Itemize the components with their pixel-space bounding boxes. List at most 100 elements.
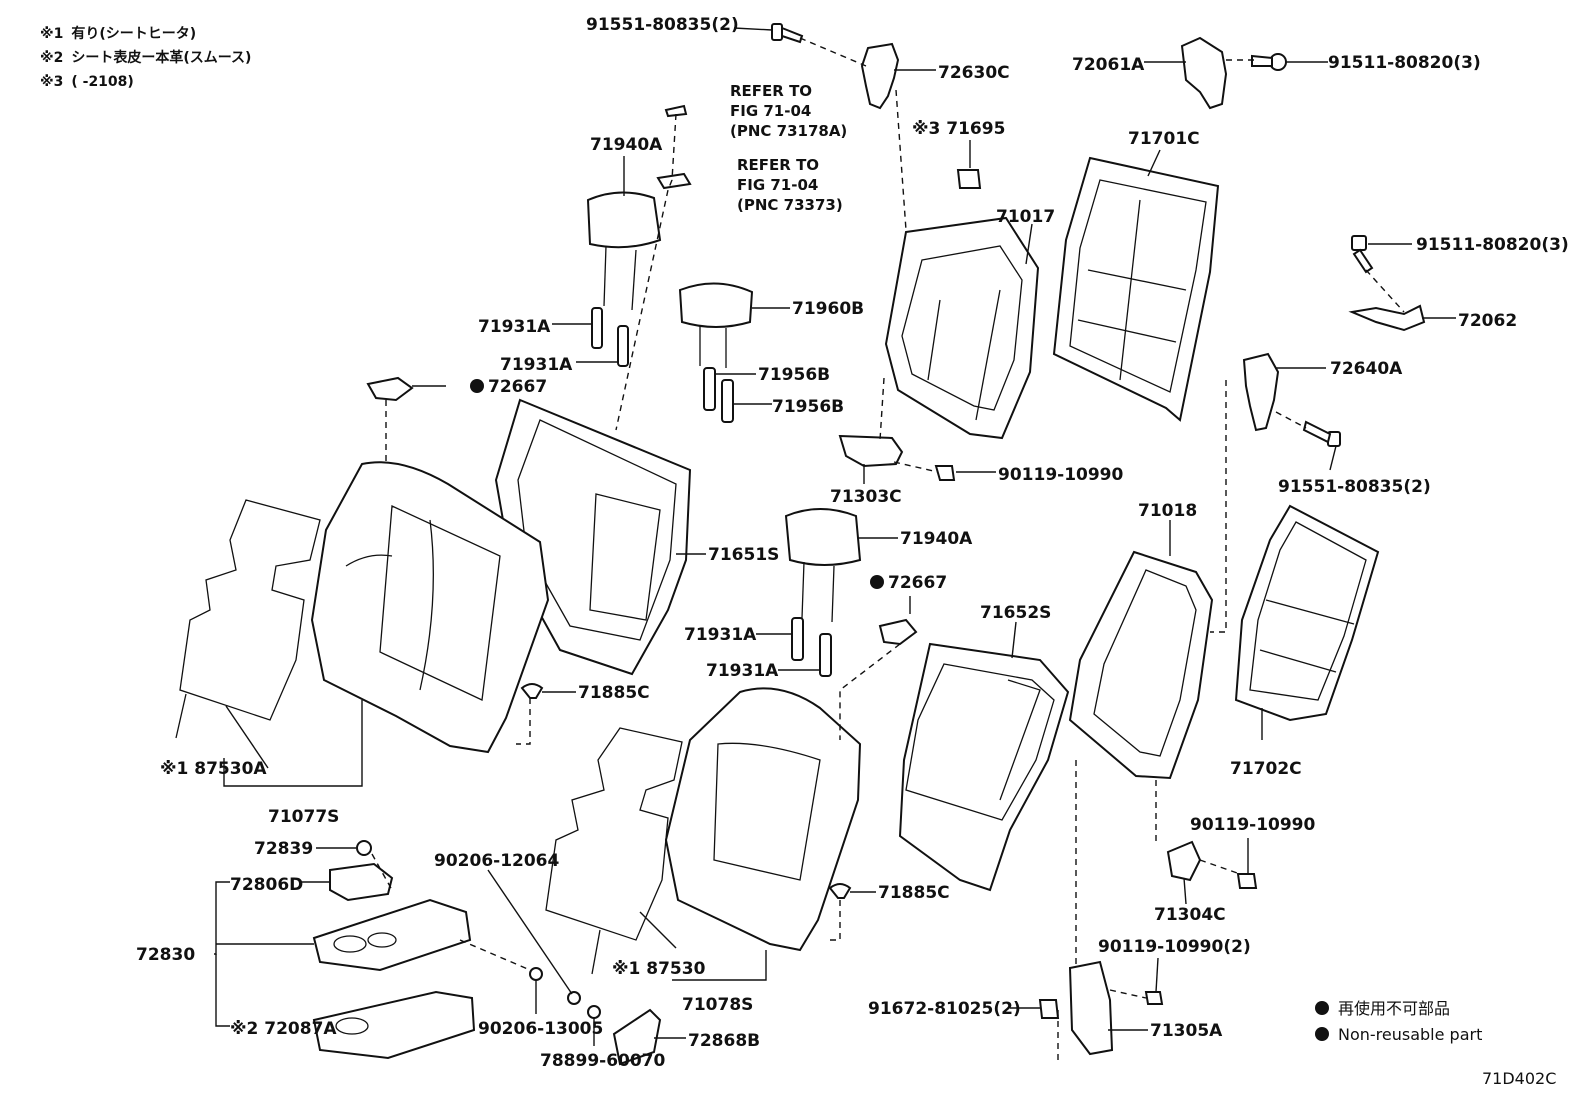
non-reusable-dot	[870, 575, 884, 589]
part-label-87530a: ※1 87530A	[160, 759, 267, 779]
reference-2-line-3: (PNC 73373)	[737, 196, 843, 214]
part-number-text: ※2 72087A	[230, 1019, 337, 1039]
reference-note-2: REFER TO FIG 71-04 (PNC 73373)	[737, 156, 843, 214]
headrest-71940a-mid	[784, 508, 862, 623]
part-label-71695: ※3 71695	[912, 119, 1005, 139]
part-label-71305a: 71305A	[1150, 1021, 1223, 1041]
part-number-text: 71304C	[1154, 905, 1226, 925]
cap-72839	[356, 840, 372, 856]
guide-71931a-2	[617, 325, 629, 367]
part-number-text: 72630C	[938, 63, 1010, 83]
part-number-text: 71940A	[900, 529, 973, 549]
part-label-71652s: 71652S	[980, 603, 1051, 623]
part-number-text: 71078S	[682, 995, 753, 1015]
part-number-text: 90206-13005	[478, 1019, 603, 1039]
part-number-text: 91511-80820(3)	[1328, 53, 1481, 73]
part-label-90206a: 90206-12064	[434, 851, 560, 871]
part-label-72087a: ※2 72087A	[230, 1019, 337, 1039]
bracket-72061a	[1180, 36, 1228, 110]
screw-90206-13005	[529, 967, 543, 981]
bolt-91511-top	[1251, 53, 1287, 71]
part-number-text: 71702C	[1230, 759, 1302, 779]
part-number-text: 71652S	[980, 603, 1051, 623]
reference-1-line-3: (PNC 73178A)	[730, 122, 847, 140]
part-label-72806d: 72806D	[230, 875, 303, 895]
part-label-90119b: 90119-10990	[1190, 815, 1316, 835]
legend: 再使用不可部品 Non-reusable part	[1315, 999, 1482, 1044]
part-number-text: 91551-80835(2)	[586, 15, 739, 35]
part-label-72667_top: 72667	[470, 377, 547, 397]
legend-dot-2	[1315, 1027, 1329, 1041]
bolt-90119-lower	[1144, 991, 1164, 1005]
part-number-text: 72868B	[688, 1031, 760, 1051]
armrest-72830	[312, 898, 472, 972]
legend-dot-1	[1315, 1001, 1329, 1015]
board-71702c	[1234, 504, 1380, 722]
part-label-91551a: 91551-80835(2)	[586, 15, 739, 35]
part-number-text: 72806D	[230, 875, 303, 895]
bracket-ref-2	[656, 172, 692, 190]
bolt-91672	[1038, 999, 1060, 1019]
lock-72630c	[860, 42, 900, 110]
part-number-text: 72640A	[1330, 359, 1403, 379]
reference-note-1: REFER TO FIG 71-04 (PNC 73178A)	[730, 82, 847, 140]
part-label-71940a_mid: 71940A	[900, 529, 973, 549]
part-number-text: 71931A	[478, 317, 551, 337]
clip-71885c-1	[520, 683, 544, 699]
part-number-text: 90119-10990	[998, 465, 1124, 485]
part-number-text: 72061A	[1072, 55, 1145, 75]
cupholder-72806d	[329, 862, 394, 902]
part-number-text: ※3 71695	[912, 119, 1005, 139]
part-label-71701c: 71701C	[1128, 129, 1200, 149]
part-label-72868b: 72868B	[688, 1031, 760, 1051]
part-label-71885c_2: 71885C	[878, 883, 950, 903]
reference-1-line-1: REFER TO	[730, 82, 812, 100]
part-number-text: 90119-10990	[1190, 815, 1316, 835]
part-label-71077s: 71077S	[268, 807, 339, 827]
armrest-cover-72087a	[312, 990, 476, 1060]
part-label-91511b: 91511-80820(3)	[1416, 235, 1569, 255]
part-label-72062: 72062	[1458, 311, 1517, 331]
part-label-72630c: 72630C	[938, 63, 1010, 83]
part-number-text: 78899-60070	[540, 1051, 666, 1071]
part-number-text: 72839	[254, 839, 313, 859]
part-label-72061a: 72061A	[1072, 55, 1145, 75]
part-label-91551b: 91551-80835(2)	[1278, 477, 1431, 497]
part-label-71940a_top: 71940A	[590, 135, 663, 155]
part-label-72839: 72839	[254, 839, 313, 859]
bracket-ref-1	[664, 104, 688, 118]
pad-71077s	[310, 461, 550, 754]
part-number-text: 71885C	[578, 683, 650, 703]
part-label-71651s: 71651S	[708, 545, 779, 565]
part-number-text: 72830	[136, 945, 195, 965]
part-number-text: 72667	[488, 377, 547, 397]
part-label-91511a: 91511-80820(3)	[1328, 53, 1481, 73]
clip-71695	[956, 169, 982, 189]
part-number-text: 71303C	[830, 487, 902, 507]
bracket-71303c	[838, 434, 904, 468]
part-label-71931a_4: 71931A	[706, 661, 779, 681]
guide-71931a-4	[819, 633, 832, 677]
bolt-91551-top	[771, 23, 804, 44]
part-number-text: 71940A	[590, 135, 663, 155]
part-drawings	[175, 23, 1426, 1066]
part-label-91672: 91672-81025(2)	[868, 999, 1021, 1019]
frame-71018	[1068, 550, 1214, 780]
assembly-lines	[371, 37, 1405, 1060]
clip-78899-60070	[587, 1005, 601, 1019]
part-label-71078s: 71078S	[682, 995, 753, 1015]
bracket-71304c	[1166, 840, 1202, 882]
part-number-text: 71956B	[772, 397, 844, 417]
part-number-text: 71077S	[268, 807, 339, 827]
part-label-71931a_2: 71931A	[500, 355, 573, 375]
cover-72868b	[612, 1008, 662, 1066]
bolt-91511-right	[1351, 235, 1374, 274]
part-number-text: 71018	[1138, 501, 1197, 521]
part-label-71303c: 71303C	[830, 487, 902, 507]
part-label-71960b: 71960B	[792, 299, 864, 319]
part-number-text: 91551-80835(2)	[1278, 477, 1431, 497]
part-number-text: ※1 87530A	[160, 759, 267, 779]
part-label-71702c: 71702C	[1230, 759, 1302, 779]
part-number-text: 71651S	[708, 545, 779, 565]
